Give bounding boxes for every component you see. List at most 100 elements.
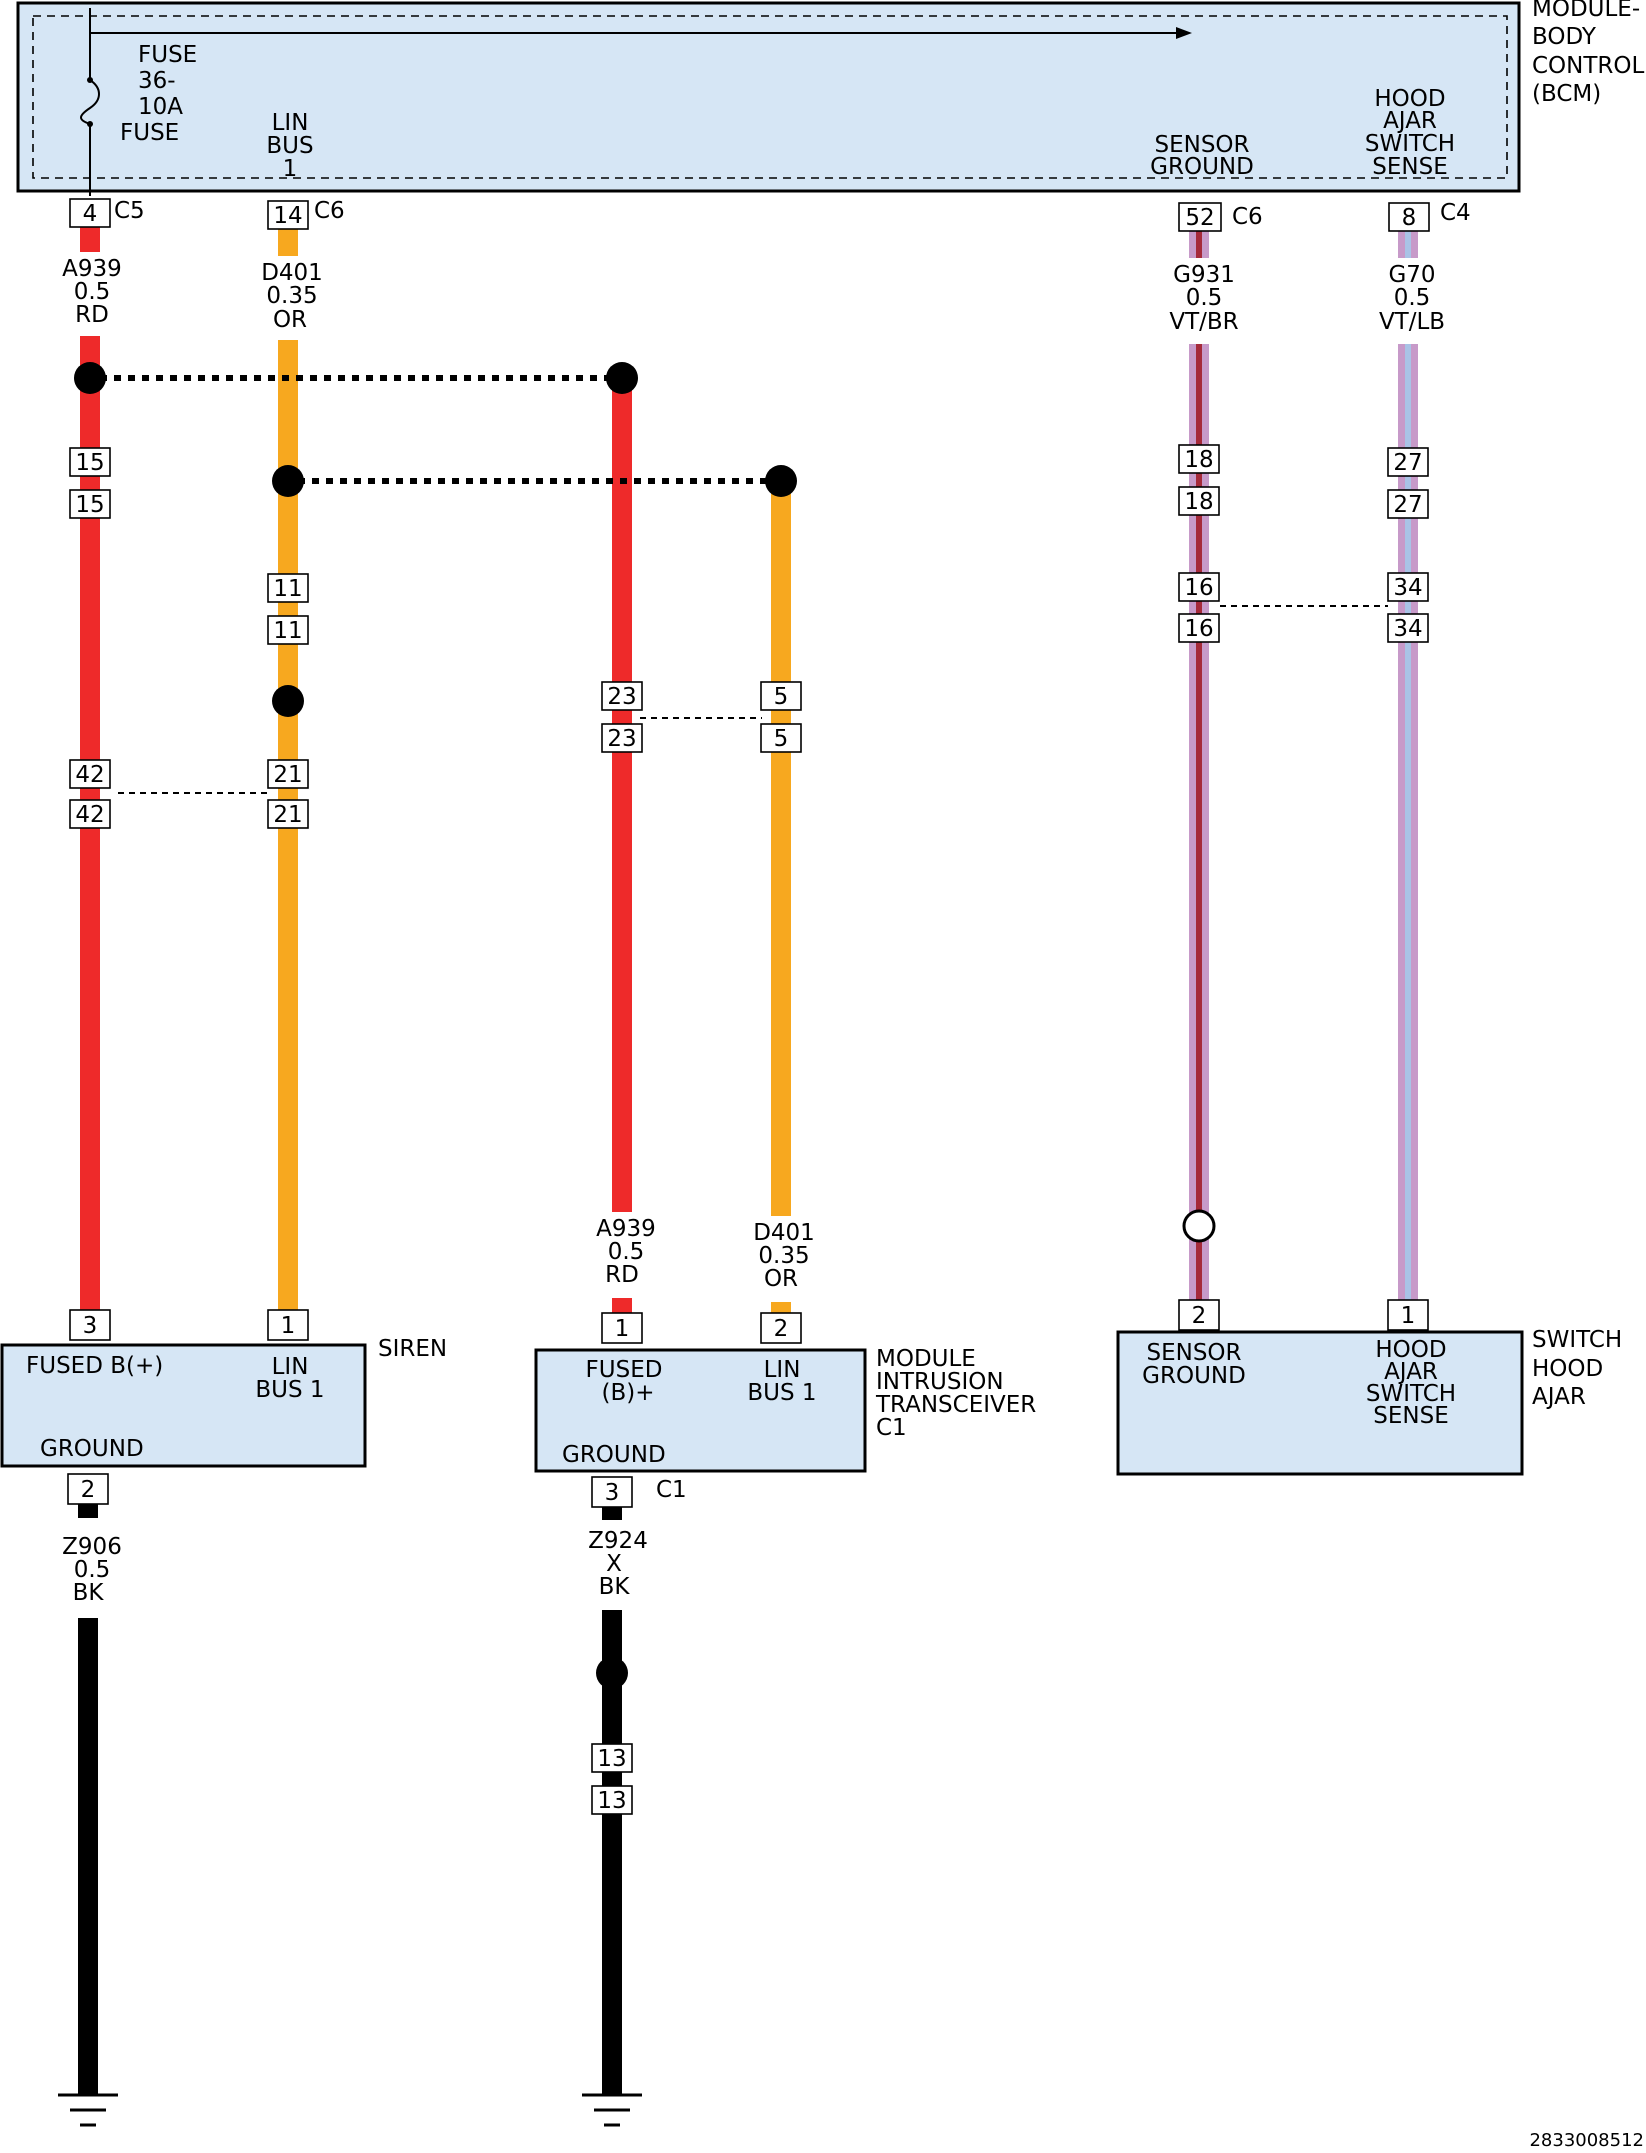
svg-text:BUS: BUS bbox=[266, 133, 313, 159]
svg-text:(B)+: (B)+ bbox=[602, 1380, 655, 1406]
svg-text:15: 15 bbox=[75, 450, 104, 476]
ground-symbol-left bbox=[58, 2093, 118, 2127]
svg-text:A939: A939 bbox=[62, 256, 122, 282]
svg-text:OR: OR bbox=[764, 1266, 798, 1292]
wire-label-z924: Z924 X BK bbox=[588, 1528, 648, 1600]
splice-dot bbox=[606, 362, 638, 394]
svg-text:0.35: 0.35 bbox=[758, 1243, 809, 1269]
svg-text:23: 23 bbox=[607, 726, 636, 752]
svg-text:SWITCH: SWITCH bbox=[1532, 1327, 1622, 1353]
wire-label-a939-top: A939 0.5 RD bbox=[62, 256, 122, 328]
svg-text:0.5: 0.5 bbox=[1394, 285, 1431, 311]
svg-text:0.5: 0.5 bbox=[608, 1239, 645, 1265]
svg-text:10A: 10A bbox=[138, 94, 183, 120]
svg-text:C5: C5 bbox=[114, 198, 145, 224]
sensor-ground-label: SENSOR GROUND bbox=[1150, 132, 1254, 180]
svg-text:1: 1 bbox=[615, 1316, 630, 1342]
siren-pins-top: 3 1 bbox=[69, 1309, 309, 1341]
svg-text:SWITCH: SWITCH bbox=[1366, 1381, 1456, 1407]
svg-text:RD: RD bbox=[75, 302, 109, 328]
switch-pins-top: 2 1 bbox=[1178, 1299, 1429, 1331]
svg-text:Z924: Z924 bbox=[588, 1528, 648, 1554]
svg-text:2: 2 bbox=[81, 1477, 96, 1503]
svg-text:27: 27 bbox=[1393, 450, 1422, 476]
fuse-label: FUSE 36- 10A FUSE bbox=[120, 42, 197, 146]
splice-dot bbox=[74, 362, 106, 394]
bcm-connector-pins: 4 C5 14 C6 52 C6 8 C4 bbox=[69, 198, 1471, 232]
svg-text:SENSE: SENSE bbox=[1373, 1403, 1448, 1429]
splice-dots bbox=[74, 362, 1216, 1689]
svg-text:21: 21 bbox=[273, 802, 302, 828]
svg-text:2: 2 bbox=[1192, 1303, 1207, 1329]
bcm-title: MODULE- BODY CONTROL (BCM) bbox=[1532, 0, 1645, 107]
svg-text:C6: C6 bbox=[314, 198, 345, 224]
open-splice-dot bbox=[1182, 1209, 1216, 1243]
siren-pin-bottom: 2 bbox=[67, 1473, 109, 1505]
svg-text:18: 18 bbox=[1184, 489, 1213, 515]
svg-text:0.35: 0.35 bbox=[266, 283, 317, 309]
svg-text:C1: C1 bbox=[656, 1477, 687, 1503]
svg-text:0.5: 0.5 bbox=[1186, 285, 1223, 311]
svg-text:27: 27 bbox=[1393, 492, 1422, 518]
wire-label-a939-mid: A939 0.5 RD bbox=[596, 1216, 656, 1288]
svg-text:G70: G70 bbox=[1388, 262, 1435, 288]
svg-text:13: 13 bbox=[597, 1746, 626, 1772]
svg-text:FUSED B(+): FUSED B(+) bbox=[26, 1353, 163, 1379]
svg-text:GROUND: GROUND bbox=[562, 1442, 666, 1468]
svg-text:MODULE: MODULE bbox=[876, 1346, 976, 1372]
svg-text:GROUND: GROUND bbox=[1142, 1363, 1246, 1389]
bcm-module: FUSE 36- 10A FUSE LIN BUS 1 SENSOR GROUN… bbox=[16, 1, 1521, 196]
svg-text:FUSE: FUSE bbox=[138, 42, 197, 68]
svg-text:AJAR: AJAR bbox=[1383, 108, 1437, 134]
wire-label-d401-mid: D401 0.35 OR bbox=[753, 1220, 815, 1292]
svg-text:HOOD: HOOD bbox=[1375, 1337, 1446, 1363]
svg-text:C6: C6 bbox=[1232, 204, 1263, 230]
svg-text:CONTROL: CONTROL bbox=[1532, 53, 1645, 79]
svg-text:16: 16 bbox=[1184, 575, 1213, 601]
svg-text:X: X bbox=[606, 1551, 622, 1577]
svg-text:BUS 1: BUS 1 bbox=[255, 1377, 324, 1403]
svg-text:14: 14 bbox=[273, 203, 302, 229]
svg-text:23: 23 bbox=[607, 684, 636, 710]
svg-text:C4: C4 bbox=[1440, 200, 1471, 226]
diagram-id: 2833008512 bbox=[1529, 2130, 1644, 2151]
svg-text:FUSE: FUSE bbox=[120, 120, 179, 146]
splice-links bbox=[100, 375, 1388, 794]
switch-title: SWITCH HOOD AJAR bbox=[1532, 1327, 1622, 1410]
wire-label-g70: G70 0.5 VT/LB bbox=[1379, 262, 1445, 335]
svg-text:GROUND: GROUND bbox=[40, 1436, 144, 1462]
svg-text:3: 3 bbox=[83, 1313, 98, 1339]
svg-text:15: 15 bbox=[75, 492, 104, 518]
svg-text:LIN: LIN bbox=[764, 1357, 801, 1383]
svg-text:0.5: 0.5 bbox=[74, 279, 111, 305]
svg-text:HOOD: HOOD bbox=[1532, 1356, 1603, 1382]
wires bbox=[78, 222, 1418, 2095]
mit-pin-bottom: 3 C1 bbox=[591, 1476, 687, 1508]
svg-text:0.5: 0.5 bbox=[74, 1557, 111, 1583]
svg-text:1: 1 bbox=[281, 1313, 296, 1339]
svg-text:BODY: BODY bbox=[1532, 24, 1597, 50]
splice-dot bbox=[596, 1657, 628, 1689]
switch-module: SENSOR GROUND HOOD AJAR SWITCH SENSE bbox=[1116, 1330, 1524, 1476]
svg-text:(BCM): (BCM) bbox=[1532, 81, 1601, 107]
svg-text:42: 42 bbox=[75, 762, 104, 788]
svg-text:1: 1 bbox=[283, 156, 298, 182]
svg-text:42: 42 bbox=[75, 802, 104, 828]
svg-text:FUSED: FUSED bbox=[586, 1357, 663, 1383]
svg-text:BK: BK bbox=[73, 1580, 105, 1606]
svg-text:VT/BR: VT/BR bbox=[1169, 309, 1238, 335]
svg-text:G931: G931 bbox=[1173, 262, 1235, 288]
label-gaps bbox=[50, 252, 1451, 1618]
svg-text:SWITCH: SWITCH bbox=[1365, 131, 1455, 157]
mit-module: FUSED (B)+ LIN BUS 1 GROUND bbox=[534, 1348, 867, 1473]
fuse-icon bbox=[80, 79, 100, 125]
svg-text:OR: OR bbox=[273, 307, 307, 333]
svg-text:D401: D401 bbox=[753, 1220, 815, 1246]
svg-text:MODULE-: MODULE- bbox=[1532, 0, 1640, 22]
svg-text:GROUND: GROUND bbox=[1150, 154, 1254, 180]
svg-text:LIN: LIN bbox=[272, 1354, 309, 1380]
svg-text:RD: RD bbox=[605, 1262, 639, 1288]
splice-dot bbox=[272, 685, 304, 717]
svg-text:LIN: LIN bbox=[272, 110, 309, 136]
svg-text:4: 4 bbox=[83, 201, 98, 227]
